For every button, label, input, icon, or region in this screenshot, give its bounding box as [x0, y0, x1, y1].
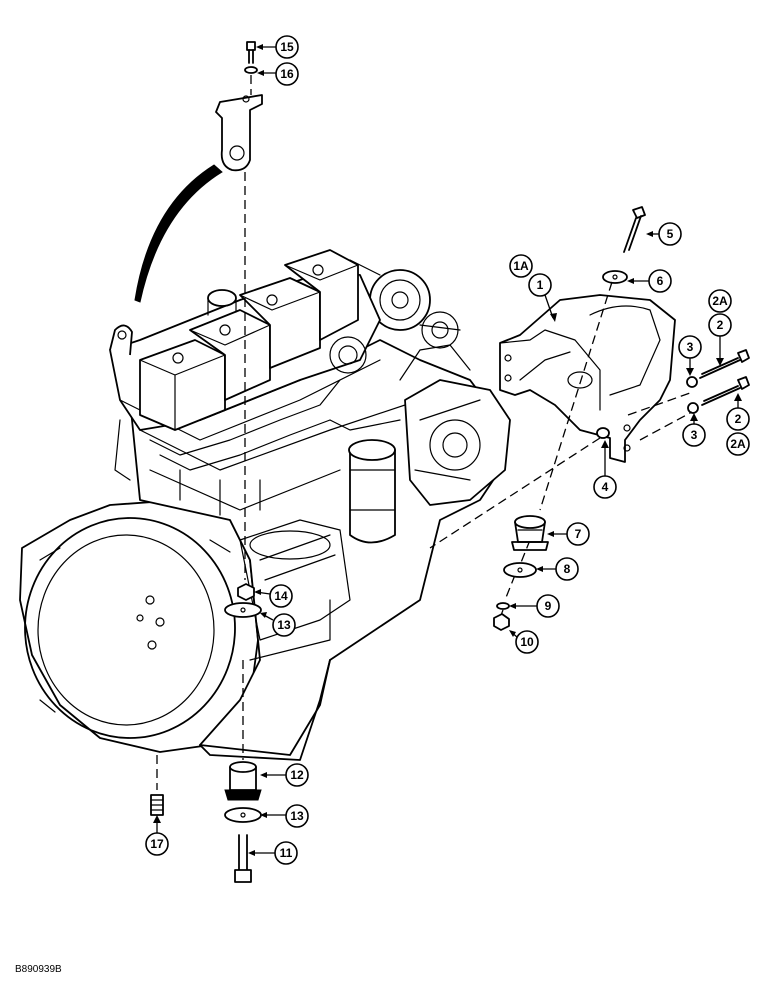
callout-2-bottom: 2	[726, 393, 750, 431]
mounting-bracket-1	[499, 294, 676, 463]
bushing-4	[596, 427, 610, 439]
svg-text:7: 7	[575, 527, 582, 541]
callout-11: 11	[248, 841, 298, 865]
svg-text:14: 14	[274, 589, 288, 603]
rubber-mount-7	[511, 515, 549, 551]
svg-text:2A: 2A	[712, 294, 728, 308]
washer-13-bottom	[224, 807, 262, 823]
callout-7: 7	[547, 522, 590, 546]
callout-1: 1	[528, 273, 557, 322]
svg-text:3: 3	[691, 428, 698, 442]
rubber-mount-12	[224, 761, 262, 801]
engine-block-illustration	[19, 249, 511, 761]
svg-text:16: 16	[280, 67, 294, 81]
bolt-15	[246, 41, 256, 64]
svg-text:3: 3	[687, 340, 694, 354]
callout-6: 6	[627, 269, 672, 293]
callout-2A-top: 2A	[708, 289, 732, 313]
callout-17: 17	[145, 815, 169, 856]
svg-text:17: 17	[150, 837, 164, 851]
svg-text:15: 15	[280, 40, 294, 54]
callout-4: 4	[593, 440, 617, 499]
svg-text:2A: 2A	[730, 437, 746, 451]
drain-plug-17	[150, 794, 164, 816]
nut-10	[493, 613, 510, 631]
nut-3-bottom	[687, 402, 699, 414]
svg-text:9: 9	[545, 599, 552, 613]
svg-text:13: 13	[290, 809, 304, 823]
svg-text:12: 12	[290, 768, 304, 782]
bolt-11	[234, 834, 252, 883]
svg-text:5: 5	[667, 227, 674, 241]
washer-6	[602, 270, 628, 284]
callout-8: 8	[536, 557, 579, 581]
svg-text:2: 2	[735, 412, 742, 426]
bolt-2-top	[699, 349, 750, 379]
bolt-2-bottom	[701, 376, 750, 406]
callout-16: 16	[257, 62, 299, 86]
svg-text:6: 6	[657, 274, 664, 288]
callout-2A-bottom: 2A	[726, 432, 750, 456]
callout-3-bottom: 3	[682, 413, 706, 447]
svg-text:2: 2	[717, 318, 724, 332]
callout-12: 12	[260, 763, 309, 787]
lifting-bracket	[215, 94, 263, 172]
installation-arrow	[134, 164, 223, 303]
figure-code: B890939B	[15, 964, 62, 975]
callout-3-top: 3	[678, 335, 702, 376]
callout-5: 5	[646, 222, 682, 246]
nut-3-top	[686, 376, 698, 388]
svg-text:1: 1	[537, 278, 544, 292]
washer-16	[244, 66, 258, 74]
callout-15: 15	[256, 35, 299, 59]
callout-9: 9	[509, 594, 560, 618]
rocker-cover-group	[139, 249, 359, 431]
svg-text:4: 4	[602, 480, 609, 494]
svg-text:8: 8	[564, 562, 571, 576]
callout-14: 14	[254, 584, 293, 608]
callout-13-top: 13	[260, 612, 296, 637]
svg-text:10: 10	[520, 635, 534, 649]
bolt-5	[623, 206, 646, 253]
lockwasher-9	[496, 602, 510, 610]
washer-13-top	[224, 602, 262, 618]
callout-2-top: 2	[708, 313, 732, 366]
washer-8	[503, 562, 537, 578]
svg-text:13: 13	[277, 618, 291, 632]
callout-1A: 1A	[509, 254, 533, 278]
nut-14	[237, 583, 255, 601]
svg-text:1A: 1A	[513, 259, 529, 273]
callout-13-bottom: 13	[260, 804, 309, 828]
callout-10: 10	[509, 630, 539, 654]
svg-text:11: 11	[280, 846, 293, 860]
